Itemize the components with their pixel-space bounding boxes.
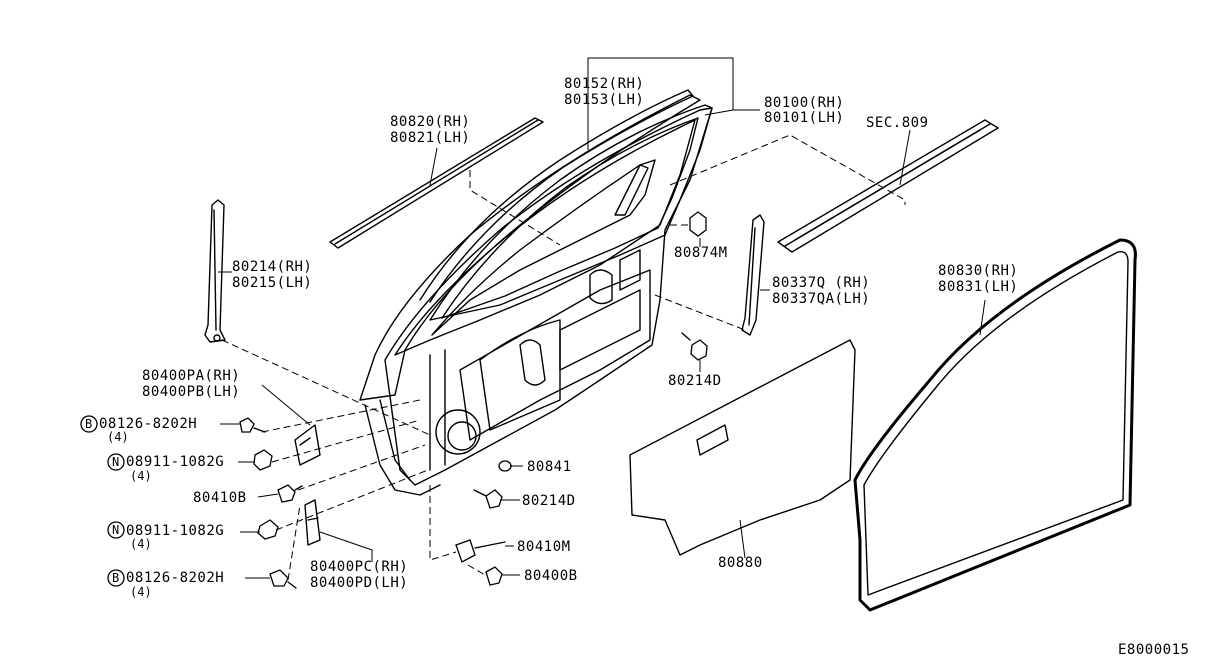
sash-cover-80214 <box>204 199 226 343</box>
label-80400pc: 80400PC(RH) <box>310 559 408 575</box>
label-80101: 80101(LH) <box>764 110 844 126</box>
grommet-80841 <box>498 460 512 472</box>
label-80153: 80153(LH) <box>564 92 644 108</box>
label-80874m: 80874M <box>674 245 728 261</box>
body-weatherstrip-80830 <box>853 238 1137 612</box>
window-sash <box>429 104 713 321</box>
marker-n-upper <box>107 453 125 471</box>
outer-weatherstrip <box>419 89 694 303</box>
part-labels: 80152(RH) 80153(LH) 80100(RH) 80101(LH) … <box>80 76 1189 658</box>
label-08911-upper: 08911-1082G <box>126 454 224 470</box>
label-08126-lower-qty: (4) <box>130 585 152 599</box>
label-80337qa: 80337QA(LH) <box>772 291 870 307</box>
label-80400pd: 80400PD(LH) <box>310 575 408 591</box>
upper-hinge <box>294 424 321 466</box>
label-08126-upper: 08126-8202H <box>99 416 197 432</box>
label-80215: 80215(LH) <box>232 275 312 291</box>
bolt-08126-upper <box>239 417 266 433</box>
diagram-code: E8000015 <box>1118 642 1189 658</box>
label-80100: 80100(RH) <box>764 95 844 111</box>
label-80400pa: 80400PA(RH) <box>142 368 240 384</box>
label-80841: 80841 <box>527 459 572 475</box>
marker-b-upper-text: B <box>85 417 92 431</box>
nut-08911-lower <box>257 519 279 540</box>
assembly-lines <box>221 134 906 581</box>
door-moulding-80820 <box>329 117 544 249</box>
lower-hinge <box>304 499 321 546</box>
label-sec809: SEC.809 <box>866 115 929 131</box>
label-80337q: 80337Q (RH) <box>772 275 870 291</box>
bolt-08126-lower <box>269 569 297 589</box>
screw-80214d-lower <box>473 489 503 509</box>
label-08911-lower: 08911-1082G <box>126 523 224 539</box>
bolt-80400b <box>485 566 503 586</box>
door-trim-panel-80880 <box>629 339 856 556</box>
label-80152: 80152(RH) <box>564 76 644 92</box>
bolt-80410b <box>277 484 303 503</box>
front-door-panel <box>359 94 713 496</box>
label-80410m: 80410M <box>517 539 571 555</box>
marker-b-lower <box>107 569 125 587</box>
label-80214: 80214(RH) <box>232 259 312 275</box>
leader-lines <box>218 57 986 579</box>
marker-n-upper-text: N <box>112 455 119 469</box>
label-80830: 80830(RH) <box>938 263 1018 279</box>
nut-08911-upper <box>253 449 273 471</box>
label-80400b: 80400B <box>524 568 578 584</box>
label-08911-lower-qty: (4) <box>130 537 152 551</box>
marker-n-lower-text: N <box>112 523 119 537</box>
label-08126-upper-qty: (4) <box>107 430 129 444</box>
sec809-strip <box>777 119 999 253</box>
label-80820: 80820(RH) <box>390 114 470 130</box>
marker-n-lower <box>107 521 125 539</box>
label-80214d-upper: 80214D <box>668 373 722 389</box>
label-80410b: 80410B <box>193 490 247 506</box>
marker-b-lower-text: B <box>112 571 119 585</box>
check-link-80410m <box>455 539 506 563</box>
label-80880: 80880 <box>718 555 763 571</box>
clip-80874m <box>689 211 707 237</box>
label-80400pb: 80400PB(LH) <box>142 384 240 400</box>
label-08911-upper-qty: (4) <box>130 469 152 483</box>
sash-trim-80337q <box>741 214 765 336</box>
marker-b-upper <box>80 415 98 433</box>
label-80821: 80821(LH) <box>390 130 470 146</box>
label-80831: 80831(LH) <box>938 279 1018 295</box>
label-08126-lower: 08126-8202H <box>126 570 224 586</box>
screw-80214d-upper <box>681 332 708 361</box>
label-80214d-lower: 80214D <box>522 493 576 509</box>
